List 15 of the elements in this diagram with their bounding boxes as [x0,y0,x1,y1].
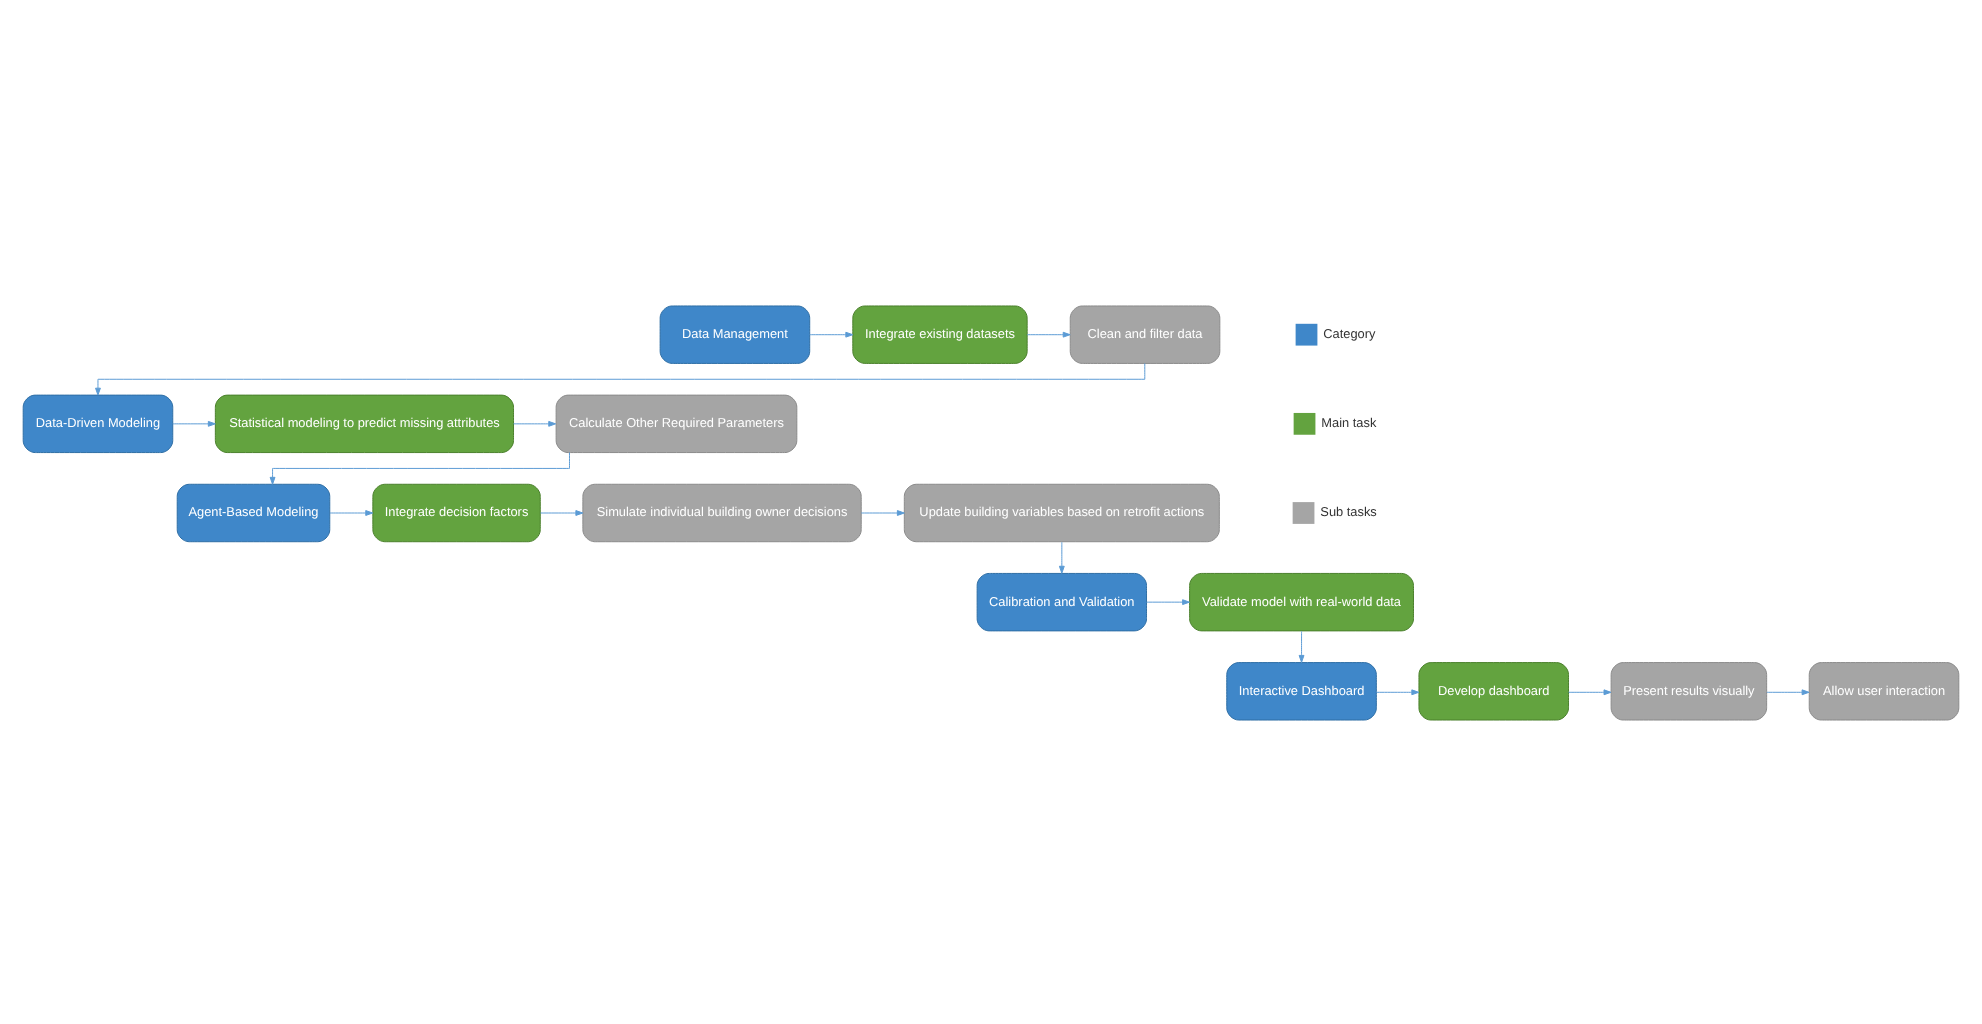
arrow [95,361,1146,395]
arrow [1766,688,1810,695]
arrow [540,509,584,515]
arrow [172,419,216,426]
arrow [329,509,374,515]
arrow [1058,540,1065,573]
arrow [1026,330,1071,337]
arrow [1146,598,1191,605]
arrow [809,330,854,337]
arrow [860,509,905,515]
arrow [1375,688,1420,695]
arrow [269,451,570,484]
arrow [1298,629,1305,662]
arrow [1568,688,1612,695]
arrow [513,419,557,426]
